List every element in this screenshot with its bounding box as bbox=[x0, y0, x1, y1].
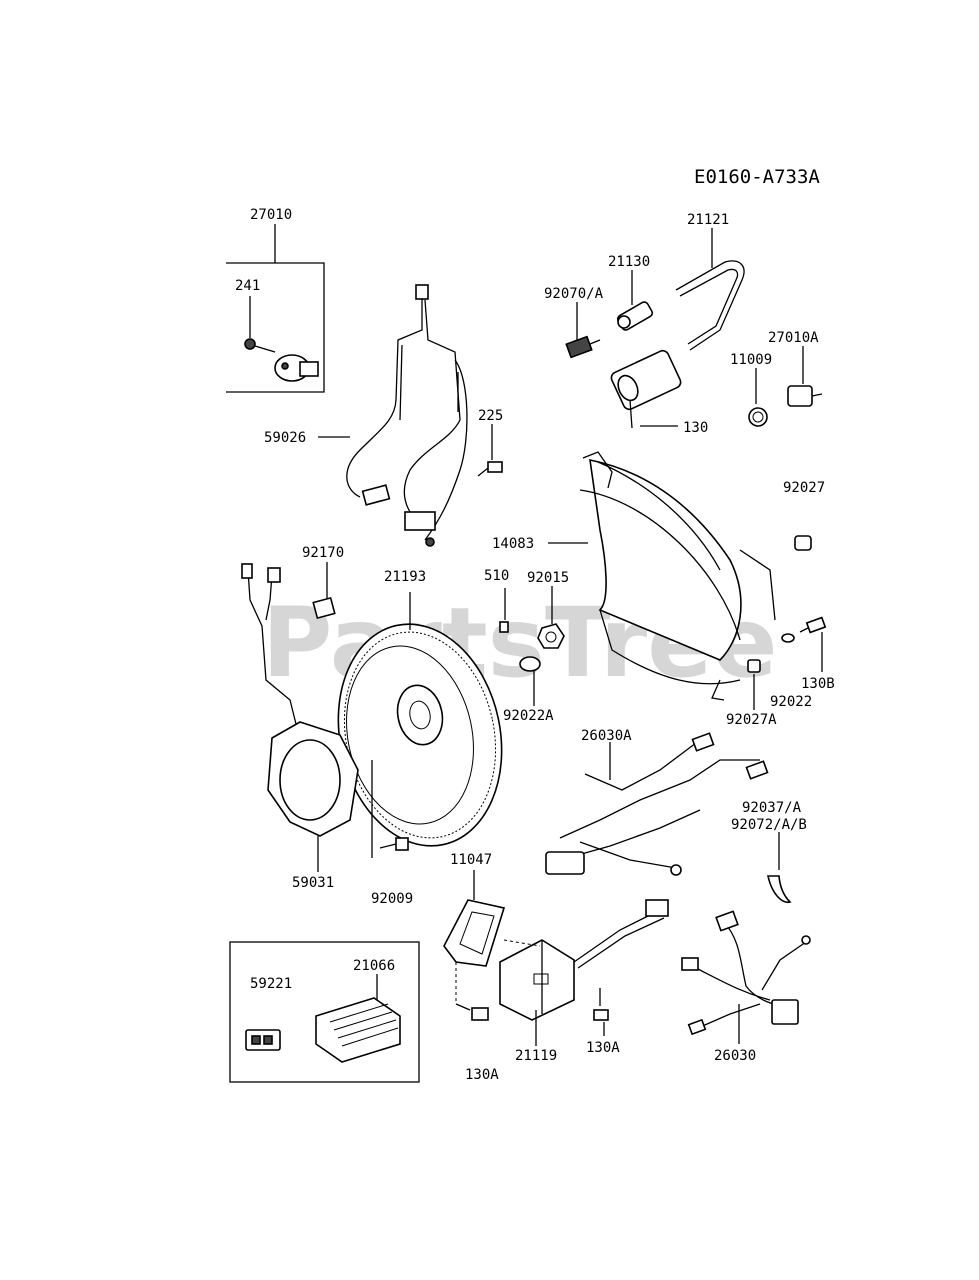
spark-plug-92070-part bbox=[565, 302, 601, 359]
label-92022a[interactable]: 92022A bbox=[503, 708, 554, 724]
harness-26030a-part bbox=[545, 732, 769, 876]
wiring-harness-59026-part bbox=[346, 284, 468, 547]
switch-27010a-part bbox=[787, 346, 823, 407]
connector-59221-part bbox=[245, 1029, 281, 1051]
clamp-92170-part bbox=[312, 562, 336, 620]
label-130b[interactable]: 130B bbox=[801, 676, 835, 692]
regulator-21066-part bbox=[315, 997, 401, 1063]
oil-switch-group bbox=[226, 224, 325, 393]
label-26030a[interactable]: 26030A bbox=[581, 728, 632, 744]
label-225[interactable]: 225 bbox=[478, 408, 503, 424]
label-11009[interactable]: 11009 bbox=[730, 352, 772, 368]
label-59026[interactable]: 59026 bbox=[264, 430, 306, 446]
label-27010a[interactable]: 27010A bbox=[768, 330, 819, 346]
ignition-coil-part bbox=[610, 228, 745, 429]
label-14083[interactable]: 14083 bbox=[492, 536, 534, 552]
oil-pressure-switch-part bbox=[244, 338, 319, 382]
control-unit-21119-part bbox=[499, 899, 669, 1046]
collar-92022-part bbox=[747, 659, 761, 710]
label-92027[interactable]: 92027 bbox=[783, 480, 825, 496]
clamp-92037-part bbox=[767, 832, 792, 903]
label-21121[interactable]: 21121 bbox=[687, 212, 729, 228]
bolt-130a-part bbox=[593, 988, 609, 1036]
harness-26030-part bbox=[681, 910, 811, 1044]
label-92170[interactable]: 92170 bbox=[302, 545, 344, 561]
diagram-code: E0160-A733A bbox=[694, 166, 820, 188]
bolt-225-part bbox=[477, 424, 503, 477]
label-130a-bottom[interactable]: 130A bbox=[465, 1067, 499, 1083]
label-241[interactable]: 241 bbox=[235, 278, 260, 294]
label-130a-right[interactable]: 130A bbox=[586, 1040, 620, 1056]
label-92027a[interactable]: 92027A bbox=[726, 712, 777, 728]
label-11047[interactable]: 11047 bbox=[450, 852, 492, 868]
bolt-92009-part bbox=[371, 760, 409, 858]
label-92070a[interactable]: 92070/A bbox=[544, 286, 604, 302]
label-26030[interactable]: 26030 bbox=[714, 1048, 756, 1064]
label-59031[interactable]: 59031 bbox=[292, 875, 334, 891]
label-92022[interactable]: 92022 bbox=[770, 694, 812, 710]
label-92072ab[interactable]: 92072/A/B bbox=[731, 817, 807, 833]
label-21066[interactable]: 21066 bbox=[353, 958, 395, 974]
label-21193[interactable]: 21193 bbox=[384, 569, 426, 585]
key-510-part bbox=[499, 588, 509, 633]
label-92037a[interactable]: 92037/A bbox=[742, 800, 802, 816]
regulator-box-group bbox=[229, 941, 420, 1083]
flywheel-21193-part bbox=[337, 592, 503, 847]
label-510[interactable]: 510 bbox=[484, 568, 509, 584]
cover-14083-part bbox=[548, 451, 776, 701]
label-130-coil[interactable]: 130 bbox=[683, 420, 708, 436]
label-92009[interactable]: 92009 bbox=[371, 891, 413, 907]
label-21119[interactable]: 21119 bbox=[515, 1048, 557, 1064]
plug-cap-21130-part bbox=[616, 270, 654, 331]
label-59221[interactable]: 59221 bbox=[250, 976, 292, 992]
nut-92015-part bbox=[537, 586, 565, 649]
stator-59031-part bbox=[241, 563, 359, 872]
washer-92022a-part bbox=[519, 656, 541, 706]
gasket-11009-part bbox=[748, 368, 768, 427]
collar-92027-part bbox=[794, 535, 812, 551]
bolt-130b-part bbox=[781, 616, 827, 672]
label-27010[interactable]: 27010 bbox=[250, 207, 292, 223]
bracket-11047-part bbox=[443, 870, 506, 1021]
label-21130[interactable]: 21130 bbox=[608, 254, 650, 270]
label-92015[interactable]: 92015 bbox=[527, 570, 569, 586]
